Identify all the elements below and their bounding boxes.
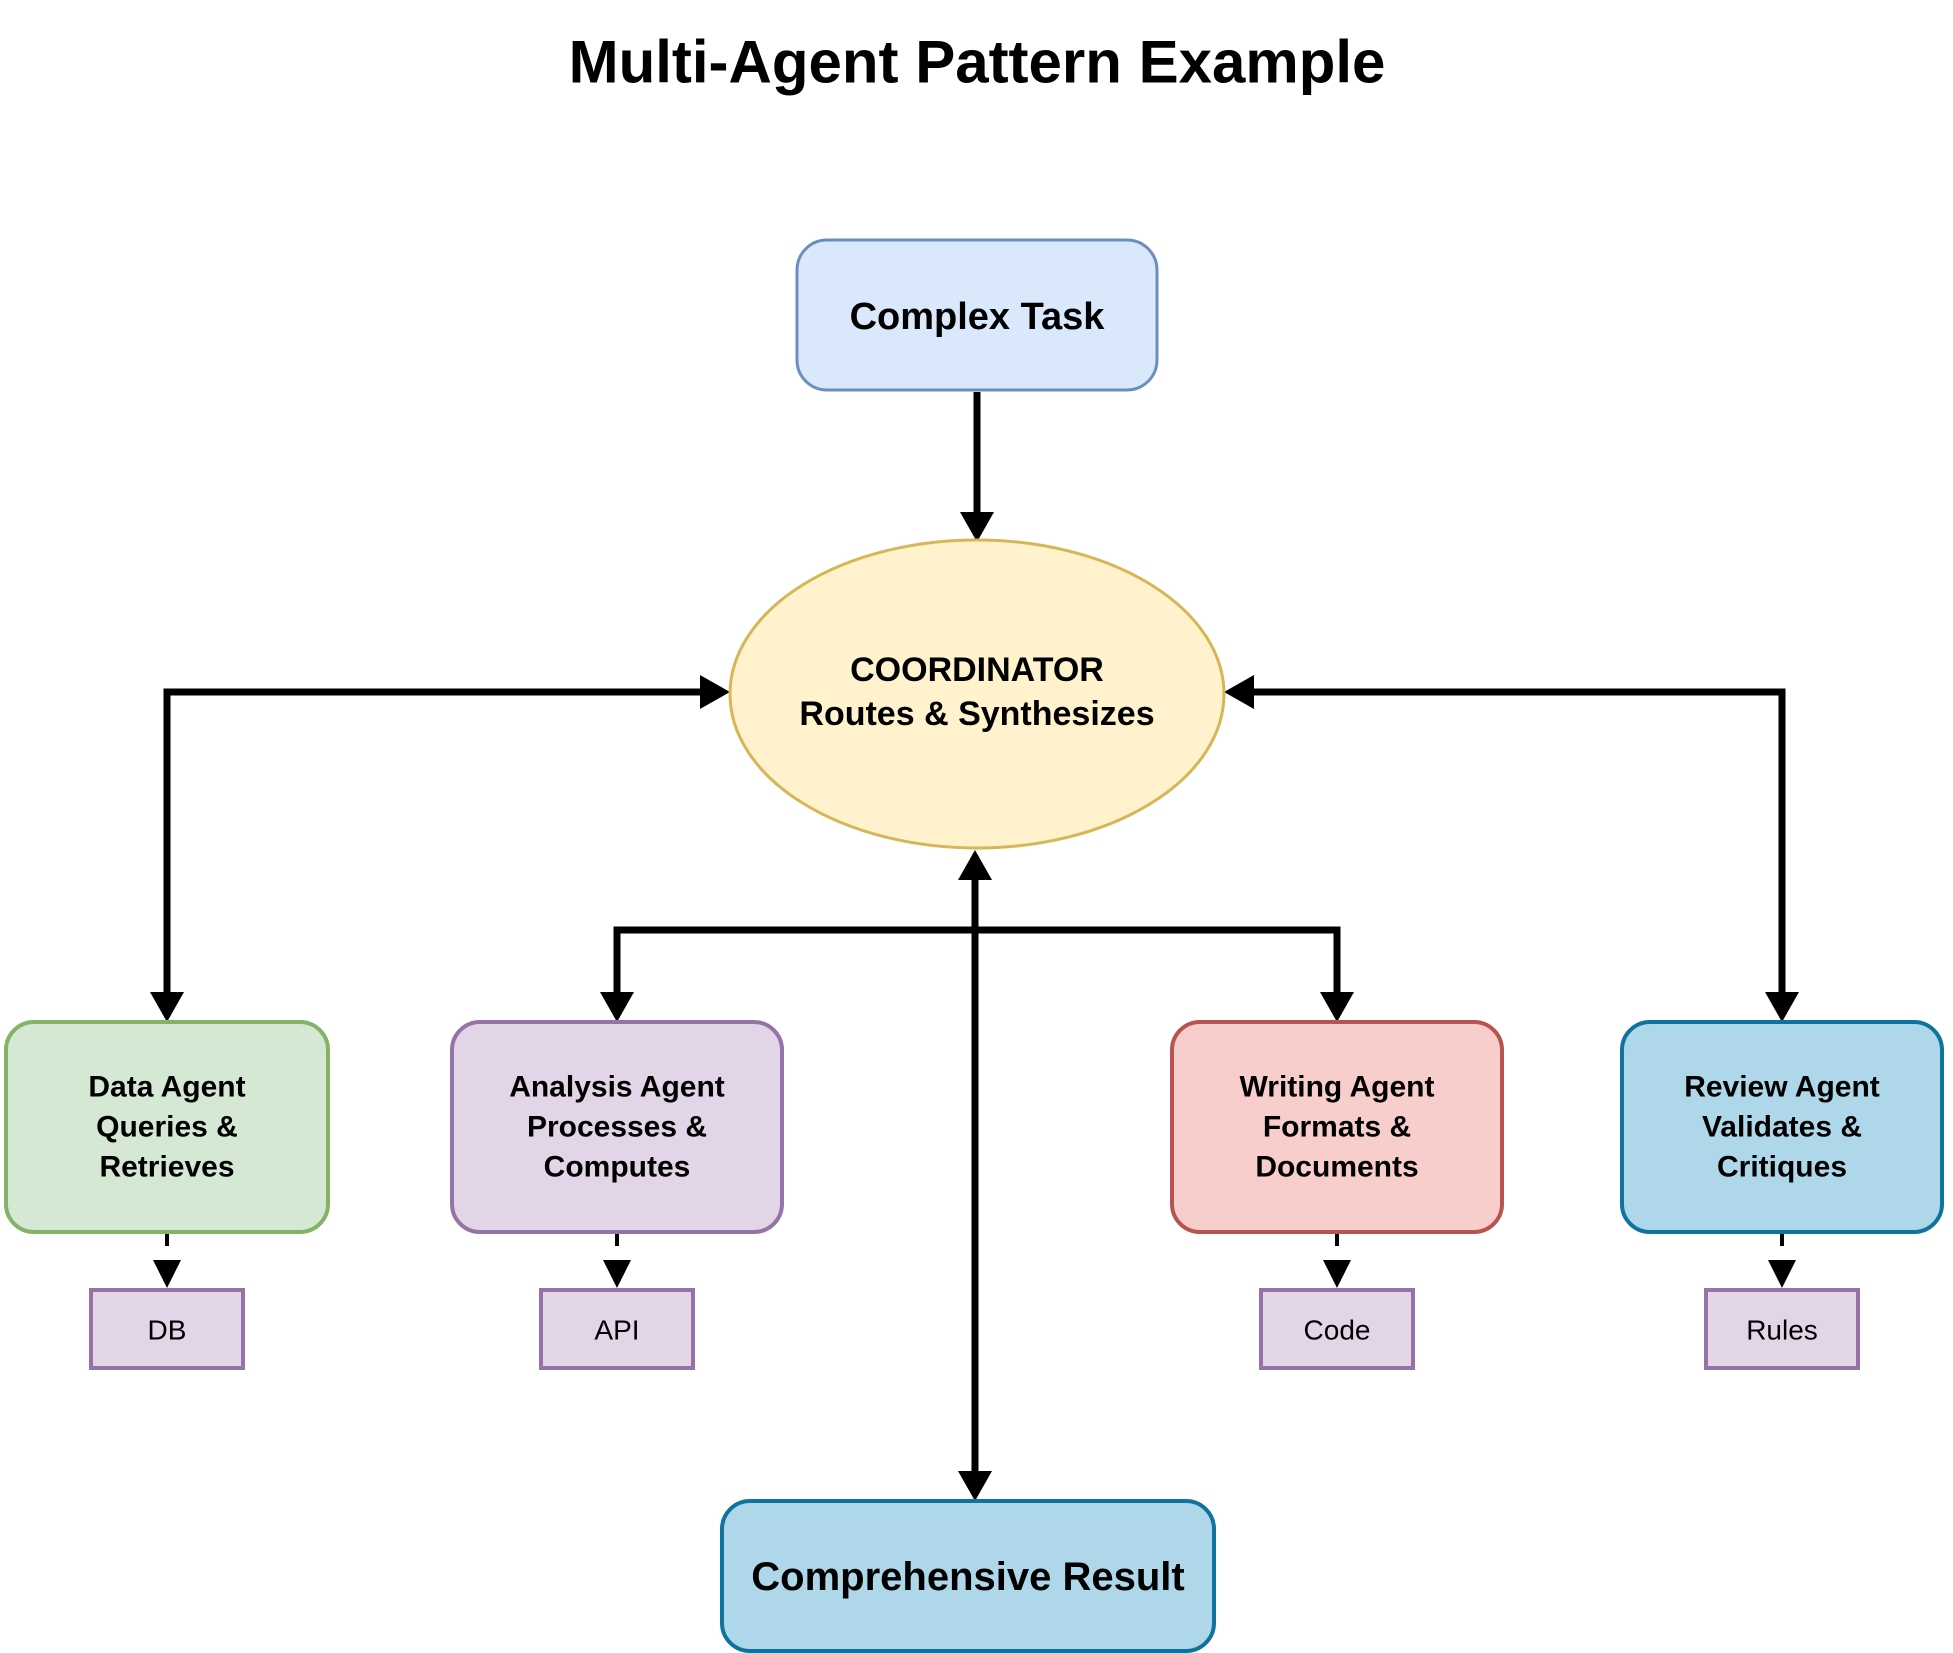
coordinator-label-line1: COORDINATOR bbox=[850, 651, 1104, 689]
db-label: DB bbox=[148, 1315, 187, 1346]
rules-label: Rules bbox=[1746, 1315, 1818, 1346]
arrowhead-down-into-result bbox=[958, 1471, 992, 1501]
edge-analysis-agent-api bbox=[603, 1232, 631, 1288]
edge-writing-agent-code bbox=[1323, 1232, 1351, 1288]
edge-review-agent-rules bbox=[1768, 1232, 1796, 1288]
node-data-agent: Data Agent Queries & Retrieves bbox=[4, 1020, 330, 1234]
analysis-agent-label-line1: Analysis Agent bbox=[509, 1071, 725, 1104]
review-agent-label-line1: Review Agent bbox=[1684, 1071, 1880, 1104]
complex-task-label: Complex Task bbox=[850, 296, 1106, 338]
diagram-title: Multi-Agent Pattern Example bbox=[569, 29, 1386, 96]
arrowhead-down-into-analysis-agent bbox=[600, 992, 634, 1022]
node-api: API bbox=[539, 1288, 695, 1370]
node-review-agent: Review Agent Validates & Critiques bbox=[1620, 1020, 1944, 1234]
coordinator-label-line2: Routes & Synthesizes bbox=[799, 695, 1154, 733]
data-agent-label-line1: Data Agent bbox=[88, 1071, 245, 1104]
node-rules: Rules bbox=[1704, 1288, 1860, 1370]
node-db: DB bbox=[89, 1288, 245, 1370]
arrowhead-left-into-coordinator-right bbox=[1224, 675, 1254, 709]
arrowhead-up-into-coordinator-bottom bbox=[958, 850, 992, 880]
node-comprehensive-result: Comprehensive Result bbox=[720, 1499, 1216, 1653]
analysis-agent-label-line2: Processes & bbox=[527, 1111, 707, 1144]
data-agent-label-line2: Queries & bbox=[96, 1111, 238, 1144]
writing-agent-label-line3: Documents bbox=[1255, 1151, 1418, 1184]
node-analysis-agent: Analysis Agent Processes & Computes bbox=[450, 1020, 784, 1234]
node-writing-agent: Writing Agent Formats & Documents bbox=[1170, 1020, 1504, 1234]
arrowhead-down-into-code bbox=[1323, 1260, 1351, 1288]
review-agent-label-line3: Critiques bbox=[1717, 1151, 1847, 1184]
arrowhead-down-into-rules bbox=[1768, 1260, 1796, 1288]
review-agent-label-line2: Validates & bbox=[1702, 1111, 1862, 1144]
node-complex-task: Complex Task bbox=[795, 238, 1159, 392]
edge-coordinator-data-agent bbox=[150, 675, 730, 1022]
edge-coordinator-review-agent bbox=[1224, 675, 1799, 1022]
code-label: Code bbox=[1304, 1315, 1371, 1346]
arrowhead-down-into-db bbox=[153, 1260, 181, 1288]
writing-agent-label-line1: Writing Agent bbox=[1240, 1071, 1435, 1104]
arrowhead-down-into-writing-agent bbox=[1320, 992, 1354, 1022]
data-agent-label-line3: Retrieves bbox=[99, 1151, 234, 1184]
arrowhead-right-into-coordinator-left bbox=[700, 675, 730, 709]
writing-agent-label-line2: Formats & bbox=[1263, 1111, 1411, 1144]
analysis-agent-label-line3: Computes bbox=[544, 1151, 691, 1184]
edge-data-agent-db bbox=[153, 1232, 181, 1288]
edge-coordinator-result bbox=[958, 850, 992, 1501]
comprehensive-result-label: Comprehensive Result bbox=[751, 1555, 1184, 1599]
arrowhead-down-into-coordinator-top bbox=[960, 512, 994, 542]
arrowhead-down-into-review-agent bbox=[1765, 992, 1799, 1022]
api-label: API bbox=[594, 1315, 639, 1346]
arrowhead-down-into-data-agent bbox=[150, 992, 184, 1022]
node-code: Code bbox=[1259, 1288, 1415, 1370]
edge-task-to-coordinator bbox=[960, 392, 994, 542]
node-coordinator: COORDINATOR Routes & Synthesizes bbox=[728, 538, 1226, 850]
arrowhead-down-into-api bbox=[603, 1260, 631, 1288]
